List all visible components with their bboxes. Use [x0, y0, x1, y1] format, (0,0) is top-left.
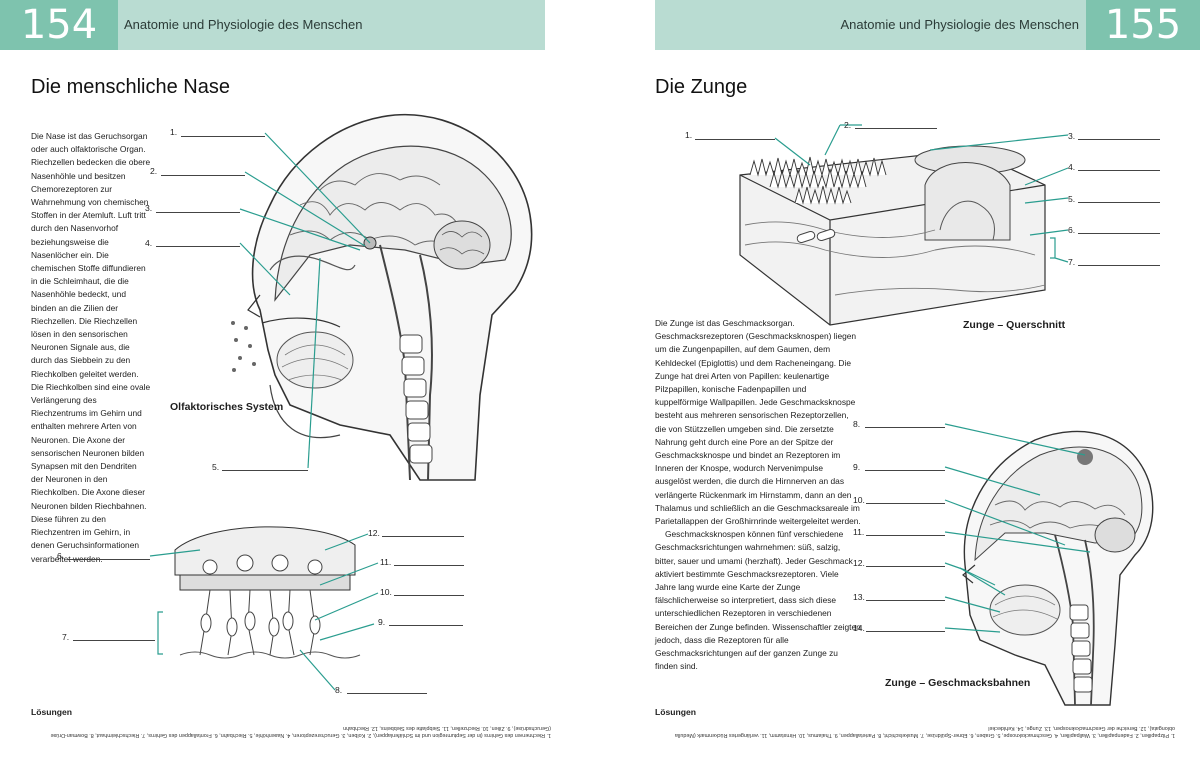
- leader-lines-pathway: [944, 423, 1091, 633]
- label-11-blank[interactable]: [394, 565, 464, 566]
- running-title: Anatomie und Physiologie des Menschen: [124, 17, 363, 32]
- label-9: 9.: [378, 617, 386, 627]
- solutions-text: 1. Riechnerven des Gehirns (in der Septu…: [50, 725, 551, 738]
- label-4: 4.: [1068, 162, 1076, 172]
- label-6-blank[interactable]: [68, 559, 150, 560]
- caption-cross-section: Zunge – Querschnitt: [963, 319, 1066, 331]
- page-header-bar: Anatomie und Physiologie des Menschen: [655, 0, 1086, 50]
- label-14: 14.: [853, 623, 865, 633]
- solutions-text: 1. Pilzpapillen, 2. Fadenpapillen, 3. Wa…: [675, 725, 1175, 738]
- label-2-blank[interactable]: [855, 128, 937, 129]
- label-3: 3.: [145, 203, 153, 213]
- right-page: Anatomie und Physiologie des Menschen 15…: [600, 0, 1200, 764]
- label-12-blank[interactable]: [382, 536, 464, 537]
- label-13: 13.: [853, 592, 865, 602]
- label-6-blank[interactable]: [1078, 233, 1160, 234]
- label-1: 1.: [685, 130, 693, 140]
- label-9: 9.: [853, 462, 861, 472]
- body-paragraph: Die Nase ist das Geruchsorgan oder auch …: [31, 131, 151, 564]
- leader-lines-cross-section: [774, 124, 1069, 263]
- body-text: Die Zunge ist das Geschmacksorgan. Gesch…: [655, 317, 861, 673]
- olfactory-epithelium-illustration: [174, 526, 361, 659]
- label-7: 7.: [62, 632, 70, 642]
- caption-olfactory-system: Olfaktorisches System: [170, 401, 284, 413]
- label-8: 8.: [853, 419, 861, 429]
- label-9-blank[interactable]: [865, 470, 945, 471]
- label-5-blank[interactable]: [222, 470, 308, 471]
- running-title: Anatomie und Physiologie des Menschen: [840, 17, 1079, 32]
- label-1-blank[interactable]: [181, 136, 265, 137]
- body-text: Die Nase ist das Geruchsorgan oder auch …: [31, 130, 151, 566]
- label-10: 10.: [380, 587, 392, 597]
- label-4-blank[interactable]: [156, 246, 240, 247]
- label-10-blank[interactable]: [866, 503, 945, 504]
- label-11: 11.: [853, 527, 865, 537]
- label-8-blank[interactable]: [347, 693, 427, 694]
- label-10: 10.: [853, 495, 865, 505]
- label-1: 1.: [170, 127, 178, 137]
- label-11-blank[interactable]: [866, 535, 945, 536]
- label-12: 12.: [853, 558, 865, 568]
- label-10-blank[interactable]: [394, 595, 464, 596]
- label-6: 6.: [1068, 225, 1076, 235]
- label-5: 5.: [212, 462, 220, 472]
- label-8-blank[interactable]: [865, 427, 945, 428]
- label-12: 12.: [368, 528, 380, 538]
- label-2-blank[interactable]: [161, 175, 245, 176]
- page-header-bar: Anatomie und Physiologie des Menschen: [118, 0, 545, 50]
- tongue-cross-section-illustration: [739, 145, 1046, 326]
- odor-particles: [231, 321, 256, 372]
- label-14-blank[interactable]: [866, 631, 945, 632]
- body-paragraph-1: Die Zunge ist das Geschmacksorgan. Gesch…: [655, 318, 861, 527]
- page-number: 154: [0, 0, 118, 50]
- label-3: 3.: [1068, 131, 1076, 141]
- label-7: 7.: [1068, 257, 1076, 267]
- label-1-blank[interactable]: [695, 139, 775, 140]
- taste-pathway-illustration: [962, 430, 1154, 706]
- label-2: 2.: [150, 166, 158, 176]
- page-title: Die Zunge: [655, 76, 748, 98]
- label-9-blank[interactable]: [389, 625, 463, 626]
- solutions-heading: Lösungen: [31, 707, 73, 717]
- caption-pathways: Zunge – Geschmacksbahnen: [885, 677, 1031, 689]
- label-13-blank[interactable]: [866, 600, 945, 601]
- solutions-heading: Lösungen: [655, 707, 697, 717]
- label-4-blank[interactable]: [1078, 170, 1160, 171]
- label-3-blank[interactable]: [1078, 139, 1160, 140]
- label-2: 2.: [844, 120, 852, 130]
- page-title: Die menschliche Nase: [31, 76, 230, 98]
- page-number: 155: [1086, 0, 1200, 50]
- leader-lines-head: [239, 132, 371, 469]
- left-page: 154 Anatomie und Physiologie des Mensche…: [0, 0, 551, 738]
- label-3-blank[interactable]: [156, 212, 240, 213]
- leader-lines-epithelium: [149, 533, 379, 691]
- label-7-blank[interactable]: [73, 640, 155, 641]
- label-4: 4.: [145, 238, 153, 248]
- label-6: 6.: [57, 551, 65, 561]
- label-12-blank[interactable]: [866, 566, 945, 567]
- label-5: 5.: [1068, 194, 1076, 204]
- label-7-blank[interactable]: [1078, 265, 1160, 266]
- body-paragraph-2: Geschmacksknospen können fünf verschiede…: [655, 529, 861, 672]
- label-11: 11.: [380, 557, 392, 567]
- label-8: 8.: [335, 685, 343, 695]
- nose-head-illustration: [247, 113, 533, 481]
- label-5-blank[interactable]: [1078, 202, 1160, 203]
